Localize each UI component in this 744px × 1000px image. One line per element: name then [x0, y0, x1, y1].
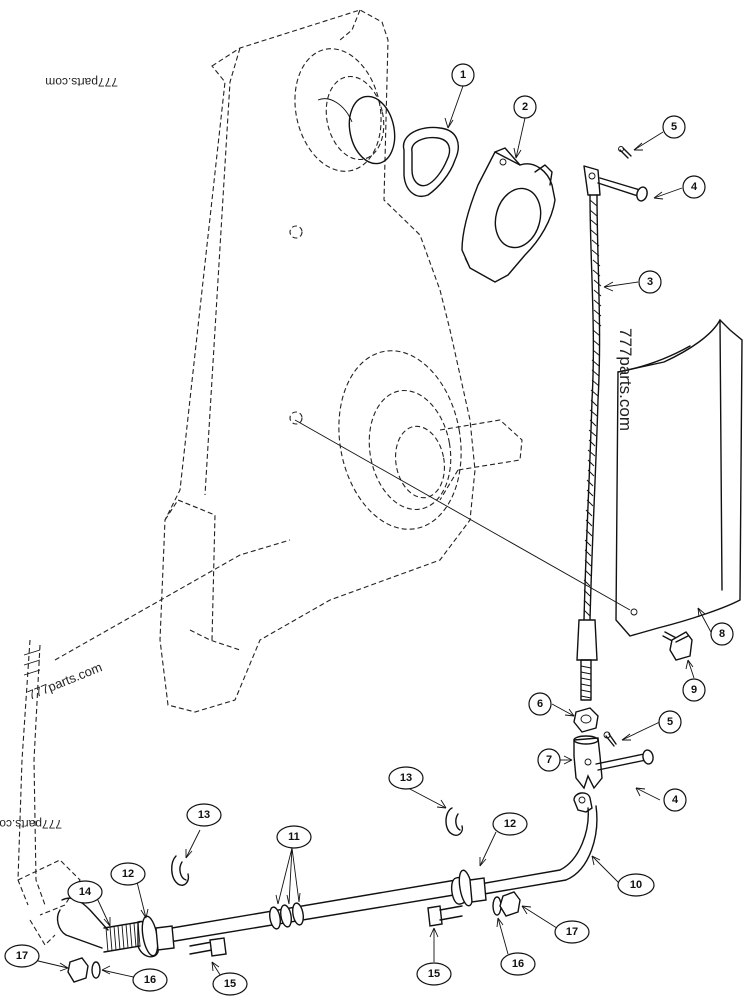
- part-15-bolt-right: [427, 905, 463, 927]
- callout-17-right: 17: [554, 920, 590, 944]
- svg-text:2: 2: [522, 101, 528, 113]
- svg-text:6: 6: [537, 698, 543, 710]
- svg-text:4: 4: [691, 181, 698, 193]
- main-cross-tube: [159, 869, 487, 944]
- callout-7: 7: [537, 748, 561, 772]
- svg-text:7: 7: [546, 754, 552, 766]
- svg-text:11: 11: [288, 831, 300, 843]
- callout-13-left: 13: [186, 803, 222, 827]
- callout-15-left: 15: [212, 972, 248, 996]
- svg-text:8: 8: [719, 628, 725, 640]
- callout-5-bottom: 5: [658, 710, 682, 734]
- part-3-cable: [576, 165, 602, 701]
- callout-12-right: 12: [492, 812, 528, 836]
- callout-9: 9: [682, 678, 706, 702]
- part-4-pin-bottom: [595, 749, 654, 771]
- svg-text:3: 3: [647, 276, 653, 288]
- part-17-nut-right: [499, 891, 521, 917]
- callout-17-left: 17: [4, 944, 40, 968]
- svg-text:13: 13: [198, 809, 210, 821]
- watermark-bottom-left: 777parts.co: [0, 817, 62, 831]
- part-13-clip-left: [171, 855, 190, 886]
- callout-13-right: 13: [388, 766, 424, 790]
- svg-text:12: 12: [504, 818, 516, 830]
- part-16-washer-left: [91, 961, 101, 979]
- svg-text:13: 13: [400, 772, 412, 784]
- leader-lines: [33, 85, 713, 979]
- callout-2: 2: [513, 95, 537, 119]
- callout-5-top: 5: [662, 115, 686, 139]
- callout-3: 3: [638, 270, 662, 294]
- callout-4-top: 4: [682, 175, 706, 199]
- callout-16-left: 16: [132, 968, 168, 992]
- svg-text:9: 9: [691, 684, 697, 696]
- watermark-top-left: 777parts.com: [45, 75, 118, 89]
- part-7-clevis: [573, 735, 603, 790]
- svg-text:16: 16: [144, 974, 156, 986]
- svg-text:5: 5: [667, 716, 673, 728]
- svg-text:1: 1: [460, 69, 466, 81]
- part-12-flange-left: [137, 915, 175, 958]
- callout-16-right: 16: [500, 952, 536, 976]
- callout-1: 1: [451, 63, 475, 87]
- part-14-spring: [56, 897, 141, 953]
- watermark-left: 777parts.com: [26, 659, 105, 702]
- callout-14: 14: [67, 880, 103, 904]
- svg-text:14: 14: [79, 886, 92, 898]
- callout-8: 8: [710, 622, 734, 646]
- part-17-nut-left: [67, 957, 89, 983]
- callout-10: 10: [617, 873, 655, 897]
- part-2-bracket: [461, 147, 556, 283]
- part-5-cotter-bottom: [603, 731, 617, 747]
- part-6-nut: [573, 707, 599, 733]
- callout-4-bottom: 4: [663, 788, 687, 812]
- svg-text:17: 17: [16, 950, 28, 962]
- part-9-bolt: [662, 631, 693, 661]
- watermark-middle: 777parts.com: [616, 328, 635, 431]
- svg-text:15: 15: [428, 968, 440, 980]
- part-13-clip-right: [445, 807, 464, 836]
- callout-15-right: 15: [416, 962, 452, 986]
- part-5-cotter-top: [618, 146, 632, 159]
- part-4-pin-top: [597, 177, 648, 202]
- svg-text:16: 16: [512, 958, 524, 970]
- part-15-bolt-left: [189, 937, 227, 957]
- svg-text:4: 4: [672, 794, 679, 806]
- callout-11: 11: [276, 825, 312, 849]
- svg-text:17: 17: [566, 926, 578, 938]
- part-1-seal: [402, 126, 459, 197]
- part-8-shield: [294, 318, 743, 637]
- svg-text:5: 5: [671, 121, 677, 133]
- callout-6: 6: [528, 692, 552, 716]
- callout-12-left: 12: [110, 862, 146, 886]
- svg-text:12: 12: [122, 868, 134, 880]
- svg-text:10: 10: [630, 879, 642, 891]
- svg-text:15: 15: [224, 978, 236, 990]
- loader-arm-frame: [17, 9, 523, 946]
- part-10-rod: [479, 792, 598, 895]
